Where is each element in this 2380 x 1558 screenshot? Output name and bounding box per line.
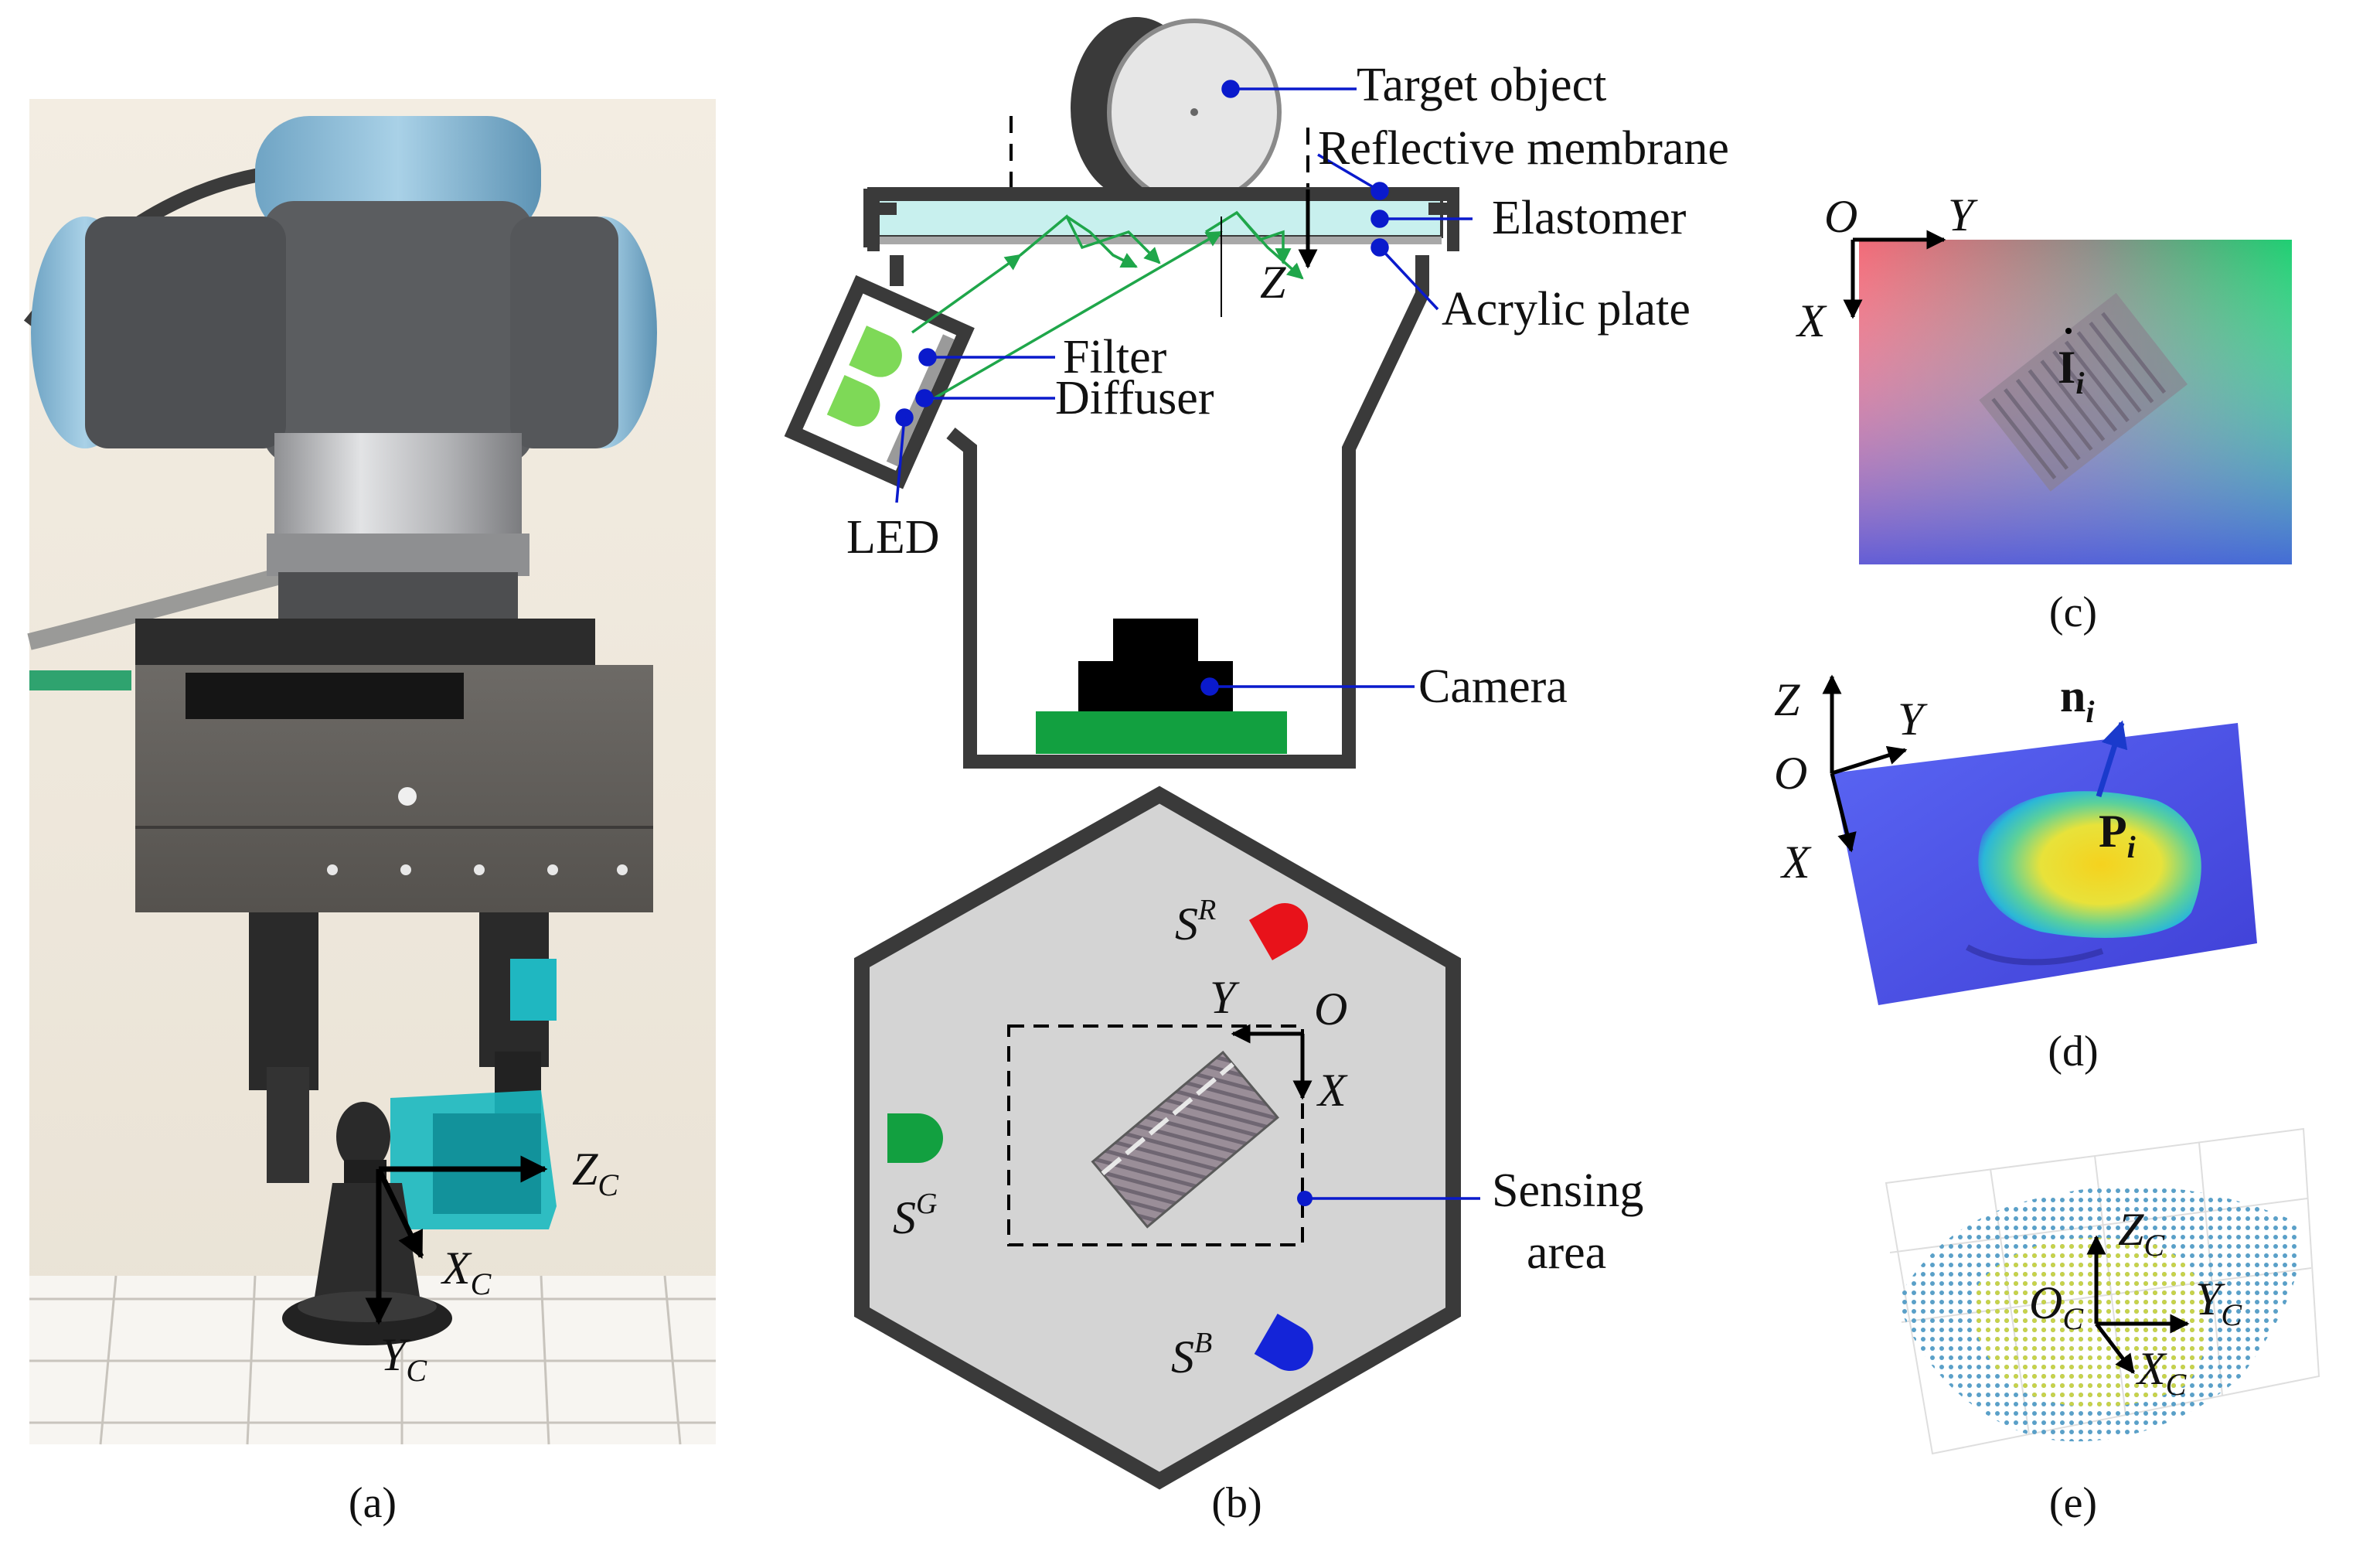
elastomer-layer: [876, 198, 1443, 238]
d-origin-label: O: [1774, 748, 1807, 799]
panel-d-depth-surface: Z Y O X ni Pi (d): [1774, 670, 2257, 1076]
label-target-object: Target object: [1357, 59, 1606, 111]
label-diffuser: Diffuser: [1055, 372, 1214, 424]
leader-lines: [895, 80, 1473, 696]
d-point-label: Pi: [2099, 806, 2136, 864]
e-zc-label: ZC: [2118, 1204, 2165, 1263]
hexagon-bottom-view: SR SG SB O Y X Sensing area: [854, 786, 1643, 1490]
gripper: [135, 619, 653, 1183]
hex-origin-label: O: [1314, 984, 1347, 1035]
e-yc-label: YC: [2195, 1273, 2242, 1332]
d-normal-label: ni: [2060, 670, 2095, 729]
label-filter: Filter: [1063, 331, 1167, 384]
e-oc-label: OC: [2029, 1277, 2084, 1336]
c-y-label: Y: [1948, 189, 1978, 240]
panel-b-cross-section: Z Target object Reflective membrane Elas…: [784, 17, 1729, 1527]
target-object: [1071, 17, 1282, 206]
d-z-label: Z: [1774, 674, 1800, 725]
caption-c: (c): [2049, 588, 2097, 636]
panel-e-point-cloud: ZC OC YC XC (e): [1885, 1127, 2320, 1527]
yc-label: YC: [380, 1329, 427, 1388]
acrylic-plate-layer: [877, 237, 1442, 244]
sensed-object: [1091, 1050, 1279, 1229]
z-axis-label-b: Z: [1260, 257, 1286, 308]
c-origin-label: O: [1824, 191, 1857, 242]
sensing-area-line2: area: [1527, 1226, 1606, 1279]
point-cloud-inner: [1973, 1237, 2209, 1407]
imprint-pattern: [1979, 292, 2188, 492]
caption-d: (d): [2048, 1028, 2098, 1076]
hex-y-label: Y: [1210, 972, 1240, 1023]
d-x-label: X: [1780, 837, 1812, 888]
panel-c-tactile-image: O Y X Ii (c): [1796, 189, 2292, 636]
sensing-area-box: [1007, 1024, 1304, 1246]
label-reflective-membrane: Reflective membrane: [1318, 122, 1729, 175]
sensor-green: [887, 1113, 943, 1163]
c-image-label: Ii: [2058, 342, 2084, 401]
caption-e: (e): [2049, 1479, 2097, 1527]
camera-axes-a: ZC XC YC: [365, 1144, 619, 1388]
sensor-g-label: SG: [893, 1188, 937, 1243]
label-camera: Camera: [1418, 660, 1568, 713]
hex-x-label: X: [1316, 1065, 1348, 1116]
e-xc-label: XC: [2136, 1343, 2188, 1402]
panel-a-photo: ZC XC YC (a): [23, 99, 716, 1527]
label-led: LED: [846, 511, 940, 564]
sensor-r-label: SR: [1175, 894, 1216, 949]
robot-arm: [31, 116, 657, 619]
c-x-label: X: [1796, 295, 1827, 346]
sensor-blue: [1254, 1314, 1313, 1371]
depth-bump: [1978, 791, 2201, 938]
sensor-red: [1248, 903, 1309, 960]
sensing-area-line1: Sensing: [1492, 1164, 1643, 1217]
label-elastomer: Elastomer: [1492, 192, 1687, 244]
d-y-label: Y: [1898, 694, 1928, 745]
caption-a: (a): [349, 1479, 397, 1527]
zc-label: ZC: [572, 1144, 619, 1202]
caption-b: (b): [1211, 1479, 1262, 1527]
light-rays: [911, 210, 1304, 404]
sensor-b-label: SB: [1171, 1327, 1212, 1382]
xc-label: XC: [441, 1243, 492, 1301]
label-acrylic-plate: Acrylic plate: [1442, 283, 1691, 336]
